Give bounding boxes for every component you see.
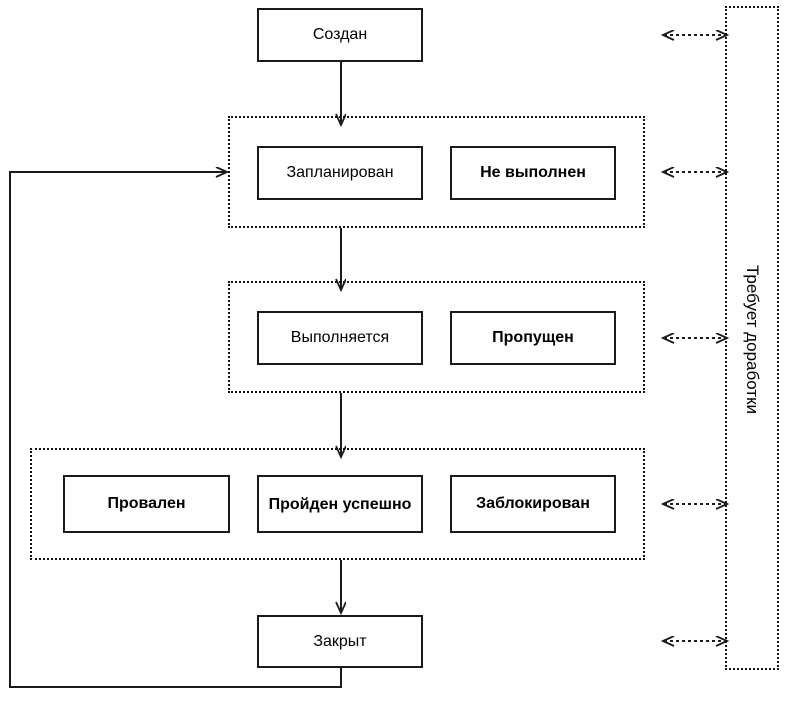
rework-band-label: Требует доработки xyxy=(743,265,762,415)
group-result-states xyxy=(30,448,645,560)
group-planned-states xyxy=(228,116,645,228)
group-in-progress-states xyxy=(228,281,645,393)
rework-band xyxy=(725,6,779,670)
state-box-planned[interactable]: Запланирован xyxy=(257,146,423,200)
state-box-in-progress[interactable]: Выполняется xyxy=(257,311,423,365)
state-box-failed[interactable]: Провален xyxy=(63,475,230,533)
state-box-not-done[interactable]: Не выполнен xyxy=(450,146,616,200)
state-box-closed[interactable]: Закрыт xyxy=(257,615,423,668)
state-box-skipped[interactable]: Пропущен xyxy=(450,311,616,365)
state-box-created[interactable]: Создан xyxy=(257,8,423,62)
state-box-blocked[interactable]: Заблокирован xyxy=(450,475,616,533)
edge-closed-to-planned xyxy=(9,172,342,688)
state-box-passed[interactable]: Пройден успешно xyxy=(257,475,423,533)
